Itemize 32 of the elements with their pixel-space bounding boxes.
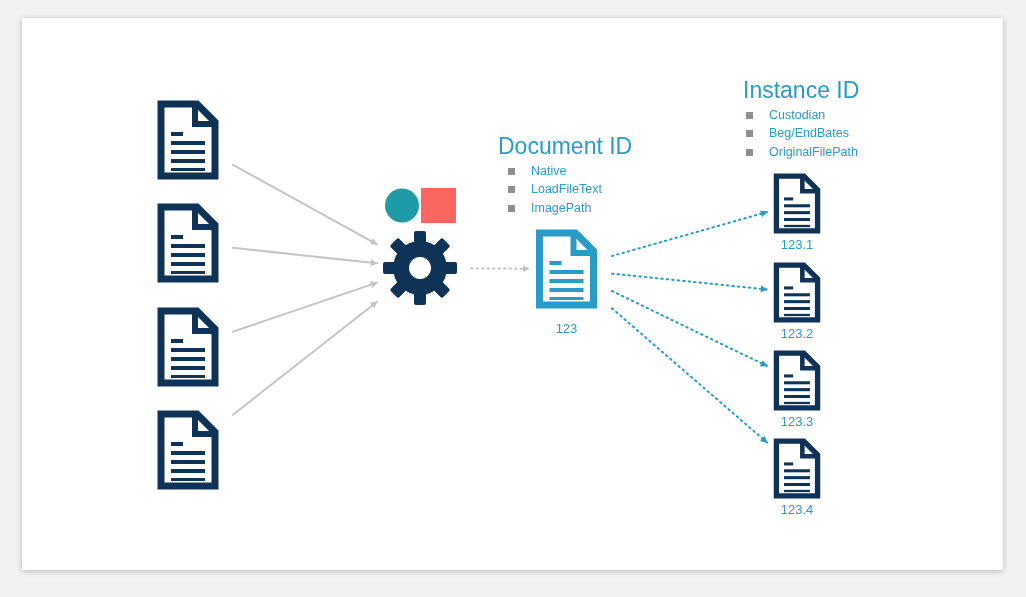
document-icon (773, 350, 821, 411)
document-number: 123.2 (779, 325, 815, 343)
list-item: Custodian (769, 108, 826, 123)
arrow (470, 265, 530, 273)
document-number: 123 (554, 320, 579, 338)
arrow (611, 210, 768, 258)
document-icon (773, 262, 821, 323)
document-icon (157, 203, 219, 283)
document-number: 123.4 (779, 501, 815, 519)
list-item: Native (531, 164, 567, 179)
arrow (611, 272, 768, 293)
list-item: LoadFileText (531, 182, 602, 197)
arrow (232, 281, 378, 333)
list-item: OriginalFilePath (769, 145, 858, 160)
heading: Document ID (498, 132, 633, 160)
document-icon (157, 100, 219, 180)
document-icon (157, 410, 219, 490)
list-item: ImagePath (531, 201, 592, 216)
document-icon (773, 438, 821, 499)
arrow (232, 163, 378, 246)
document-icon (535, 229, 598, 309)
document-icon (157, 307, 219, 387)
arrow (611, 290, 768, 367)
list-item: Beg/EndBates (769, 126, 849, 141)
document-number: 123.3 (779, 413, 815, 431)
arrow (611, 307, 768, 444)
arrow (232, 300, 378, 416)
document-number: 123.1 (779, 236, 815, 254)
arrow (232, 246, 378, 267)
heading: Instance ID (743, 76, 860, 104)
gear-icon (383, 231, 457, 305)
document-icon (773, 173, 821, 234)
